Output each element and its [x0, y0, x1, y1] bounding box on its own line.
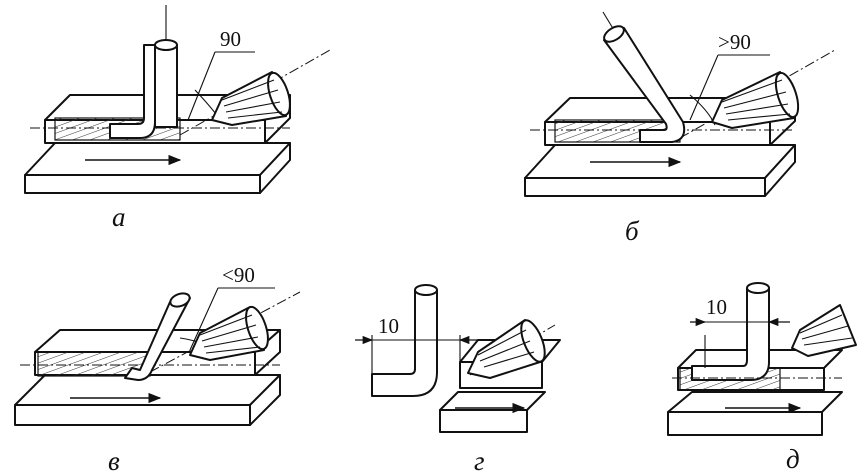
angle-label: >90 [718, 30, 751, 54]
dim-label: 10 [378, 314, 399, 338]
welding-torch [189, 305, 269, 361]
base-plate [667, 391, 843, 436]
dim-label: 10 [706, 295, 727, 319]
welding-torch [211, 71, 291, 126]
panel-b: >90 б [524, 11, 836, 246]
caption-v: в [108, 446, 120, 472]
filler-rod [603, 25, 686, 143]
panel-a: 90 а [24, 5, 331, 232]
angle-leader [187, 51, 216, 121]
filler-rod [124, 292, 191, 381]
panel-d: 10 д [667, 282, 857, 472]
bent-rod [691, 282, 770, 381]
angle-label: <90 [222, 263, 255, 287]
base-plate [14, 374, 281, 426]
base-plate [24, 142, 291, 194]
caption-d: д [786, 444, 800, 472]
welding-torch [467, 319, 546, 379]
caption-a: а [112, 202, 126, 232]
base-plate [524, 144, 796, 197]
angle-label: 90 [220, 27, 241, 51]
filler-rod [109, 39, 178, 139]
welding-torch [791, 304, 857, 357]
welding-torch [711, 71, 800, 129]
panel-g: 10 г [355, 284, 561, 472]
caption-b: б [625, 216, 640, 246]
angle-leader [189, 287, 219, 351]
bent-rod [371, 284, 438, 397]
caption-g: г [474, 446, 485, 472]
angle-leader [689, 54, 719, 121]
panel-v: <90 в [14, 263, 301, 472]
torch-axis [679, 49, 836, 139]
